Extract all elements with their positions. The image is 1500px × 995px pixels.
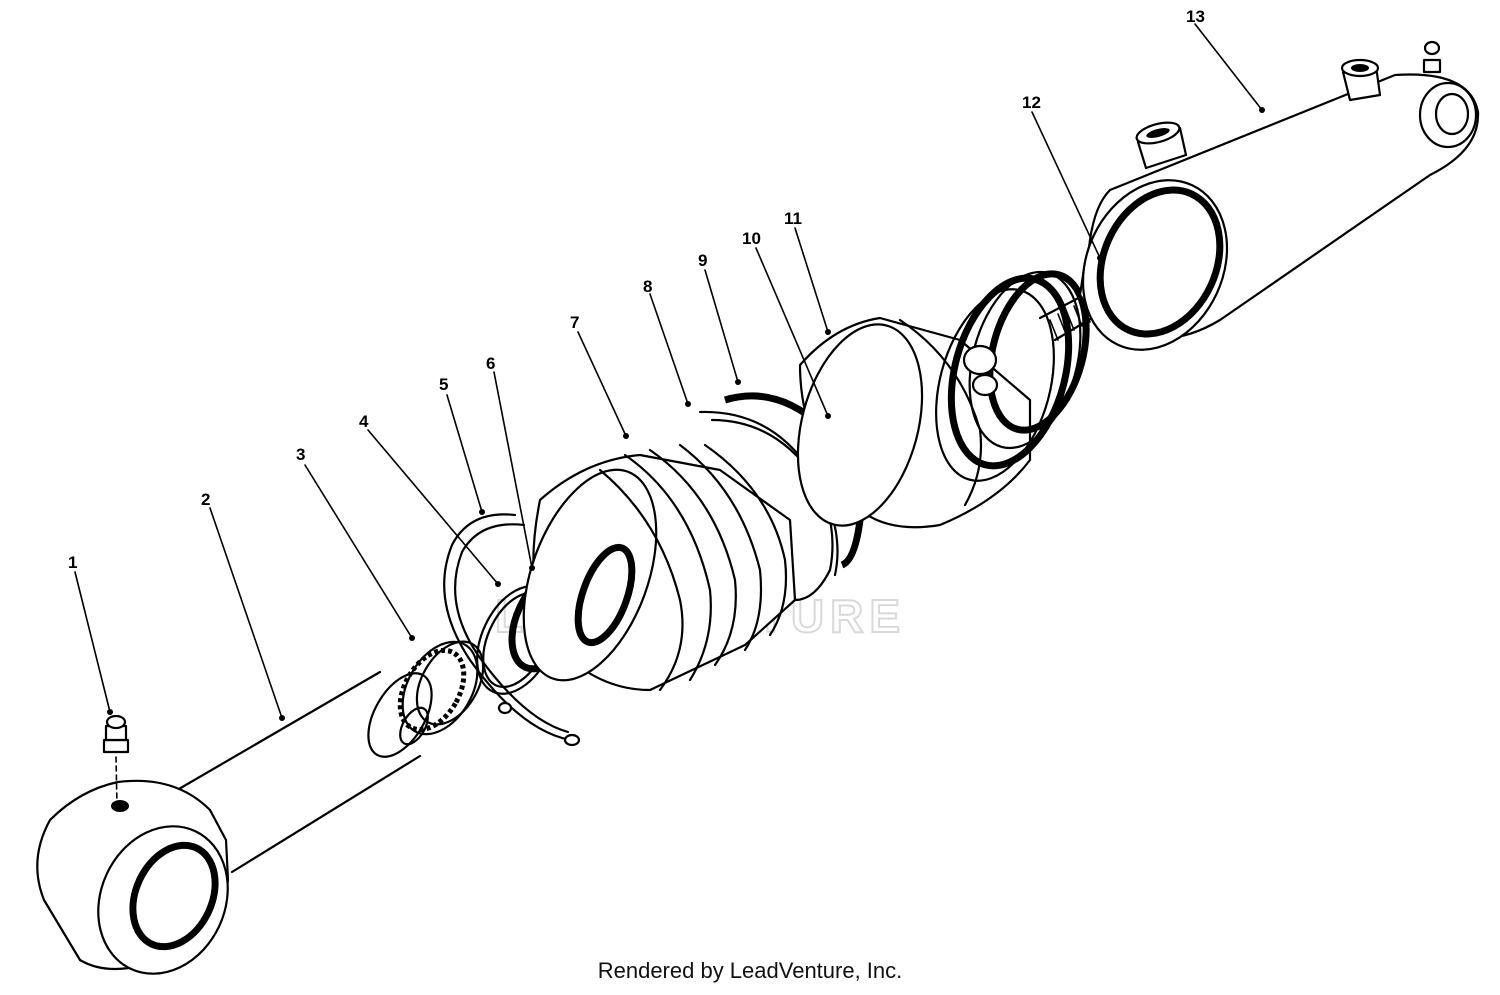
callout-7: 7 [570, 313, 579, 332]
callout-13: 13 [1186, 7, 1205, 26]
part-7-gland [522, 443, 797, 692]
callout-3: 3 [296, 445, 305, 464]
part-1-grease-fitting [102, 714, 130, 807]
part-2-rod-and-eye [36, 670, 433, 975]
callout-11: 11 [784, 209, 802, 228]
callout-8: 8 [643, 277, 652, 296]
callout-labels: 1 2 3 4 5 6 7 8 9 10 11 12 13 [68, 7, 1205, 572]
part-11-piston [796, 270, 1090, 529]
callout-4: 4 [359, 412, 369, 431]
part-3-bushing [397, 640, 485, 736]
callout-9: 9 [698, 251, 707, 270]
callout-6: 6 [486, 354, 495, 373]
callout-1: 1 [68, 553, 77, 572]
footer-credit: Rendered by LeadVenture, Inc. [597, 958, 903, 983]
callout-2: 2 [201, 490, 210, 509]
callout-12: 12 [1022, 93, 1041, 112]
callout-5: 5 [439, 375, 448, 394]
part-5-snap-ring [443, 513, 581, 747]
part-13-barrel [1081, 40, 1480, 351]
callout-10: 10 [742, 229, 761, 248]
leader-lines [74, 23, 1265, 721]
